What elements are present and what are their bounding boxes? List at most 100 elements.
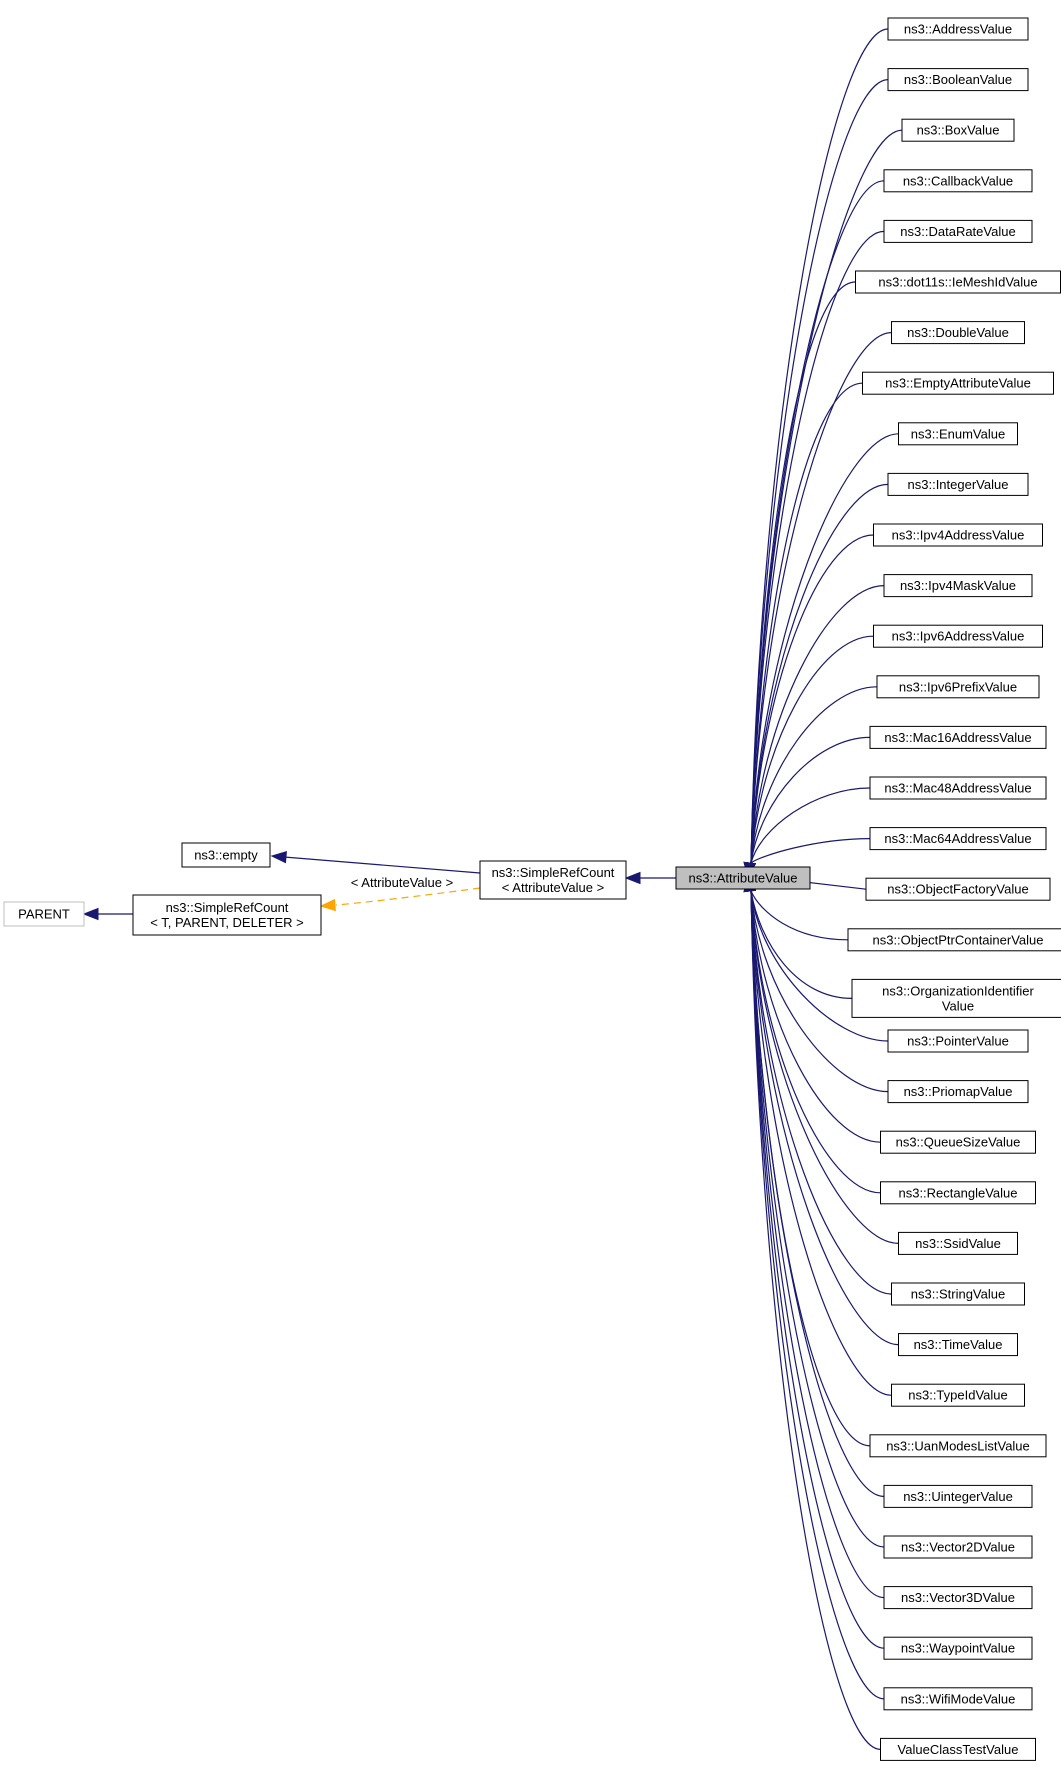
edge-ns3-queuesizevalue [750,890,881,1143]
class-node-ns3-waypointvalue[interactable]: ns3::WaypointValue [883,1636,1033,1660]
class-node-ns3-rectanglevalue-box [880,1181,1036,1205]
class-node-ns3-stringvalue-label: ns3::StringValue [911,1287,1005,1302]
class-node-ns3-ipv4addressvalue[interactable]: ns3::Ipv4AddressValue [873,523,1043,547]
class-node-ns3-addressvalue[interactable]: ns3::AddressValue [887,17,1029,41]
class-node-ns3-boxvalue-label: ns3::BoxValue [917,123,1000,138]
class-node-ns3-ssidvalue-box [898,1231,1018,1255]
class-node-ns3-ipv4addressvalue-label: ns3::Ipv4AddressValue [892,528,1025,543]
class-node-ns3-enumvalue[interactable]: ns3::EnumValue [898,422,1018,446]
class-node-ns3-rectanglevalue-label: ns3::RectangleValue [898,1185,1017,1200]
class-node-ns3-rectanglevalue[interactable]: ns3::RectangleValue [880,1181,1036,1205]
class-node-ns3-uanmodeslistvalue[interactable]: ns3::UanModesListValue [869,1434,1047,1458]
edge-ns3-vector2dvalue [750,890,885,1548]
edge-ns3-pointervalue [750,890,889,1042]
class-node-ns3-wifimodevalue[interactable]: ns3::WifiModeValue [883,1687,1033,1711]
class-node-ns3-mac16addressvalue-box [869,725,1047,749]
class-node-ns3-vector3dvalue-label: ns3::Vector3DValue [901,1590,1015,1605]
class-node-ns3-objectptrcontainervalue[interactable]: ns3::ObjectPtrContainerValue [847,928,1061,952]
class-node-ns3-doublevalue-box [891,321,1025,345]
class-node-valueclasstestvalue[interactable]: ValueClassTestValue [880,1737,1036,1761]
class-node-ns3-dot11s-iemeshidvalue-label: ns3::dot11s::IeMeshIdValue [878,275,1037,290]
class-node-ns3-mac48addressvalue[interactable]: ns3::Mac48AddressValue [869,776,1047,800]
class-node-ns3-vector3dvalue[interactable]: ns3::Vector3DValue [883,1586,1033,1610]
edge-ns3-ipv4maskvalue [750,585,885,864]
class-node-ns3-ipv6addressvalue[interactable]: ns3::Ipv6AddressValue [873,624,1043,648]
class-node-ns3-dataratevalue[interactable]: ns3::DataRateValue [883,219,1033,243]
class-node-ns3-wifimodevalue-label: ns3::WifiModeValue [901,1691,1016,1706]
class-node-ns3-timevalue[interactable]: ns3::TimeValue [898,1333,1018,1357]
class-node-ns3-uintegervalue-label: ns3::UintegerValue [903,1489,1013,1504]
class-node-ns3-objectfactoryvalue-box [865,877,1051,901]
edge-ns3-doublevalue [750,332,892,864]
class-node-ns3-simplerefcount-attributevalue-label: < AttributeValue > [502,880,604,895]
edge-ns3-addressvalue [750,28,889,864]
class-node-ns3-dataratevalue-label: ns3::DataRateValue [900,224,1015,239]
class-node-ns3-ipv4addressvalue-box [873,523,1043,547]
class-node-ns3-vector2dvalue[interactable]: ns3::Vector2DValue [883,1535,1033,1559]
edge-ns3-typeidvalue [750,890,892,1396]
class-node-parent[interactable]: PARENT [3,901,85,927]
class-node-ns3-enumvalue-label: ns3::EnumValue [911,426,1005,441]
class-node-ns3-mac64addressvalue[interactable]: ns3::Mac64AddressValue [869,827,1047,851]
class-node-ns3-objectptrcontainervalue-box [847,928,1061,952]
edge-ns3-vector3dvalue [750,890,885,1599]
edge-ns3-emptyattributevalue [750,382,863,864]
class-node-ns3-attributevalue[interactable]: ns3::AttributeValue [675,866,811,890]
class-node-ns3-organizationidentifier-value-box [851,978,1061,1018]
edge-ns3-stringvalue [750,890,892,1295]
class-node-ns3-timevalue-label: ns3::TimeValue [914,1337,1003,1352]
class-node-ns3-ipv6prefixvalue[interactable]: ns3::Ipv6PrefixValue [876,675,1040,699]
edge-ns3-organizationidentifier-value [750,890,853,999]
class-node-ns3-objectfactoryvalue[interactable]: ns3::ObjectFactoryValue [865,877,1051,901]
class-node-ns3-empty[interactable]: ns3::empty [181,842,271,868]
class-node-ns3-callbackvalue[interactable]: ns3::CallbackValue [883,169,1033,193]
class-node-ns3-dot11s-iemeshidvalue[interactable]: ns3::dot11s::IeMeshIdValue [855,270,1061,294]
class-node-ns3-objectptrcontainervalue-label: ns3::ObjectPtrContainerValue [872,932,1043,947]
edge-ns3-mac16addressvalue [750,736,871,864]
class-node-ns3-booleanvalue[interactable]: ns3::BooleanValue [887,68,1029,92]
class-node-ns3-priomapvalue-box [887,1080,1029,1104]
class-node-ns3-priomapvalue[interactable]: ns3::PriomapValue [887,1080,1029,1104]
class-node-ns3-doublevalue-label: ns3::DoubleValue [907,325,1009,340]
class-node-ns3-simplerefcount-attributevalue[interactable]: ns3::SimpleRefCount< AttributeValue > [479,860,627,900]
class-node-ns3-simplerefcount-attributevalue-box [479,860,627,900]
class-node-ns3-objectfactoryvalue-label: ns3::ObjectFactoryValue [887,882,1028,897]
class-node-ns3-ipv6prefixvalue-label: ns3::Ipv6PrefixValue [899,679,1017,694]
edge-ns3-mac64addressvalue [750,838,871,864]
arrowhead-template [319,898,336,912]
class-node-ns3-attributevalue-box [675,866,811,890]
class-node-ns3-mac48addressvalue-box [869,776,1047,800]
edge-ns3-integervalue [750,483,889,864]
class-node-ns3-queuesizevalue[interactable]: ns3::QueueSizeValue [880,1130,1036,1154]
class-node-ns3-ipv6addressvalue-label: ns3::Ipv6AddressValue [892,629,1025,644]
class-node-ns3-ssidvalue[interactable]: ns3::SsidValue [898,1231,1018,1255]
class-node-ns3-typeidvalue[interactable]: ns3::TypeIdValue [891,1383,1025,1407]
class-node-ns3-simplerefcount-generic[interactable]: ns3::SimpleRefCount< T, PARENT, DELETER … [132,894,322,936]
edge-ns3-ipv6prefixvalue [750,686,878,864]
edge-ns3-rectanglevalue [750,890,881,1194]
edge-ns3-dot11s-iemeshidvalue [750,281,856,864]
edge-ns3-priomapvalue [750,890,889,1093]
class-node-ns3-addressvalue-label: ns3::AddressValue [904,22,1012,37]
edge-ns3-objectptrcontainervalue [750,890,849,941]
class-node-ns3-mac16addressvalue[interactable]: ns3::Mac16AddressValue [869,725,1047,749]
edge-ns3-mac48addressvalue [750,787,871,864]
class-node-ns3-stringvalue[interactable]: ns3::StringValue [891,1282,1025,1306]
class-node-ns3-integervalue-box [887,472,1029,496]
class-node-ns3-boxvalue[interactable]: ns3::BoxValue [901,118,1015,142]
class-node-ns3-queuesizevalue-box [880,1130,1036,1154]
class-node-ns3-doublevalue[interactable]: ns3::DoubleValue [891,321,1025,345]
class-node-ns3-uintegervalue[interactable]: ns3::UintegerValue [883,1484,1033,1508]
class-node-ns3-integervalue[interactable]: ns3::IntegerValue [887,472,1029,496]
class-node-ns3-ipv4maskvalue[interactable]: ns3::Ipv4MaskValue [883,574,1033,598]
class-node-ns3-stringvalue-box [891,1282,1025,1306]
class-node-ns3-mac16addressvalue-label: ns3::Mac16AddressValue [884,730,1031,745]
class-node-ns3-waypointvalue-label: ns3::WaypointValue [901,1641,1015,1656]
template-edge-label: < AttributeValue > [351,875,453,890]
class-node-ns3-emptyattributevalue[interactable]: ns3::EmptyAttributeValue [862,371,1054,395]
class-node-ns3-pointervalue[interactable]: ns3::PointerValue [887,1029,1029,1053]
class-node-ns3-waypointvalue-box [883,1636,1033,1660]
class-node-ns3-vector2dvalue-box [883,1535,1033,1559]
